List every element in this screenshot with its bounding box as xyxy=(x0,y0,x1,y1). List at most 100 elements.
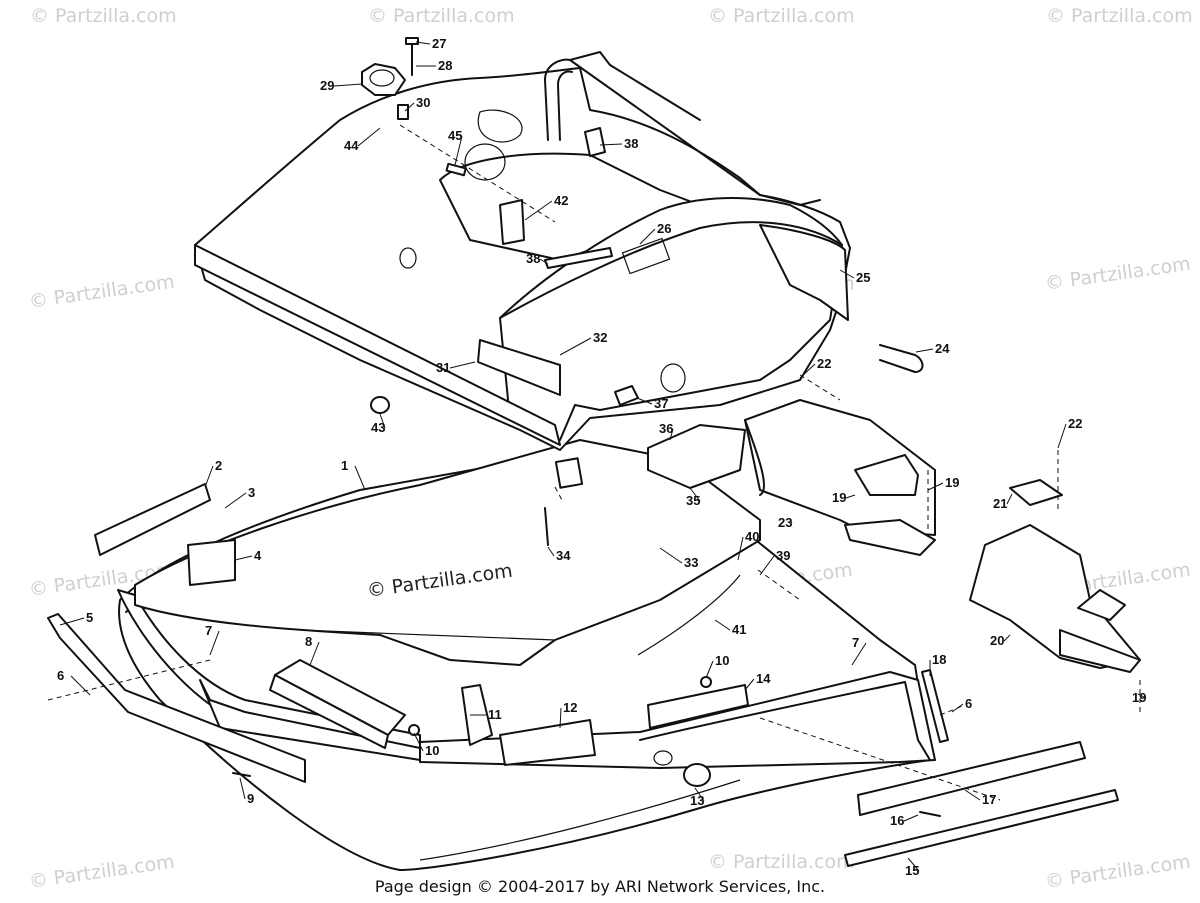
callout-leader xyxy=(799,363,816,379)
callout-leader xyxy=(714,619,731,631)
callout-leader xyxy=(209,630,220,656)
callout-leader xyxy=(1006,493,1013,505)
part-18-strip xyxy=(921,669,949,743)
part-callout[interactable]: 32 xyxy=(593,330,607,345)
watermark: © Partzilla.com xyxy=(1044,253,1192,295)
part-callout[interactable]: 33 xyxy=(684,555,698,570)
part-callout[interactable]: 4 xyxy=(254,548,262,563)
part-callout[interactable]: 38 xyxy=(526,251,540,266)
callout-leader xyxy=(413,732,424,752)
callout-leader xyxy=(845,494,856,499)
part-callout[interactable]: 12 xyxy=(563,700,577,715)
callout-leader xyxy=(559,707,562,729)
part-callout[interactable]: 38 xyxy=(624,136,638,151)
part-callout[interactable]: 37 xyxy=(654,396,668,411)
watermark: © Partzilla.com xyxy=(708,851,855,873)
part-callout[interactable]: 29 xyxy=(320,78,334,93)
part-17-rail xyxy=(857,741,1086,816)
part-callout[interactable]: 10 xyxy=(715,653,729,668)
watermark: © Partzilla.com xyxy=(708,5,855,27)
part-callout[interactable]: 19 xyxy=(1132,690,1146,705)
part-callout[interactable]: 17 xyxy=(982,792,996,807)
fasteners xyxy=(232,37,941,817)
part-callout[interactable]: 15 xyxy=(905,863,919,878)
part-callout[interactable]: 2 xyxy=(215,458,222,473)
part-callout[interactable]: 10 xyxy=(425,743,439,758)
watermark: © Partzilla.com xyxy=(1046,5,1193,27)
callout-leader xyxy=(737,536,744,561)
part-20-rear-cover xyxy=(969,524,1141,673)
part-callout[interactable]: 19 xyxy=(832,490,846,505)
callout-leader xyxy=(659,547,683,564)
part-callout[interactable]: 7 xyxy=(205,623,212,638)
handle-loop xyxy=(544,51,821,206)
callout-leader xyxy=(379,413,386,429)
part-callout[interactable]: 27 xyxy=(432,36,446,51)
part-callout[interactable]: 6 xyxy=(965,696,972,711)
part-callout[interactable]: 43 xyxy=(371,420,385,435)
part-callout[interactable]: 1 xyxy=(341,458,348,473)
part-callout[interactable]: 36 xyxy=(659,421,673,436)
part-callout[interactable]: 28 xyxy=(438,58,452,73)
callout-leader xyxy=(309,641,320,666)
part-callout[interactable]: 8 xyxy=(305,634,312,649)
callout-leader xyxy=(204,465,214,488)
callout-leader xyxy=(454,135,463,166)
part-callout[interactable]: 19 xyxy=(945,475,959,490)
callout-leader xyxy=(744,678,755,691)
part-callout[interactable]: 35 xyxy=(686,493,700,508)
part-35-bracket xyxy=(647,424,746,489)
part-callout[interactable]: 13 xyxy=(690,793,704,808)
callout-leader xyxy=(689,487,701,502)
part-callout[interactable]: 20 xyxy=(990,633,1004,648)
callout-leader xyxy=(964,789,981,801)
callout-leader xyxy=(915,348,934,353)
part-callout[interactable]: 5 xyxy=(86,610,93,625)
part-callout[interactable]: 25 xyxy=(856,270,870,285)
callout-leader xyxy=(239,777,246,800)
callout-leader xyxy=(839,269,855,279)
part-callout[interactable]: 39 xyxy=(776,548,790,563)
part-callout[interactable]: 18 xyxy=(932,652,946,667)
callout-leader xyxy=(354,465,366,491)
part-callout[interactable]: 7 xyxy=(852,635,859,650)
part-5-rail xyxy=(47,613,306,783)
part-callout[interactable]: 41 xyxy=(732,622,746,637)
callout-leader xyxy=(224,492,247,509)
watermark: © Partzilla.com xyxy=(28,271,176,313)
part-callout[interactable]: 22 xyxy=(1068,416,1082,431)
part-callout[interactable]: 3 xyxy=(248,485,255,500)
part-callout[interactable]: 23 xyxy=(778,515,792,530)
leader-lines xyxy=(47,124,1141,801)
callout-leader xyxy=(907,857,920,872)
part-callout[interactable]: 45 xyxy=(448,128,462,143)
part-callout[interactable]: 26 xyxy=(657,221,671,236)
part-callout[interactable]: 6 xyxy=(57,668,64,683)
part-callout[interactable]: 16 xyxy=(890,813,904,828)
part-19-bracket xyxy=(844,454,936,556)
callout-leader xyxy=(1057,423,1067,449)
callout-leader xyxy=(449,361,476,369)
callout-leader xyxy=(70,675,91,696)
page-footer: Page design © 2004-2017 by ARI Network S… xyxy=(374,877,826,896)
part-callout[interactable]: 22 xyxy=(817,356,831,371)
part-callout[interactable]: 11 xyxy=(488,707,502,722)
part-callout[interactable]: 30 xyxy=(416,95,430,110)
part-callout[interactable]: 44 xyxy=(344,138,359,153)
watermark: © Partzilla.com xyxy=(368,5,515,27)
part-callout[interactable]: 24 xyxy=(935,341,950,356)
part-8-step xyxy=(269,659,406,749)
part-callout[interactable]: 14 xyxy=(756,671,771,686)
callout-leader xyxy=(639,228,656,245)
part-callout[interactable]: 31 xyxy=(436,360,450,375)
callout-leader xyxy=(669,428,674,441)
part-callout[interactable]: 40 xyxy=(745,529,759,544)
part-callout[interactable]: 21 xyxy=(993,496,1007,511)
part-callout[interactable]: 42 xyxy=(554,193,568,208)
part-14-plate xyxy=(647,684,749,729)
part-2-strip xyxy=(94,483,211,556)
callout-leader xyxy=(1003,634,1011,642)
callout-leader xyxy=(404,102,415,112)
part-callout[interactable]: 34 xyxy=(556,548,571,563)
part-callout[interactable]: 9 xyxy=(247,791,254,806)
